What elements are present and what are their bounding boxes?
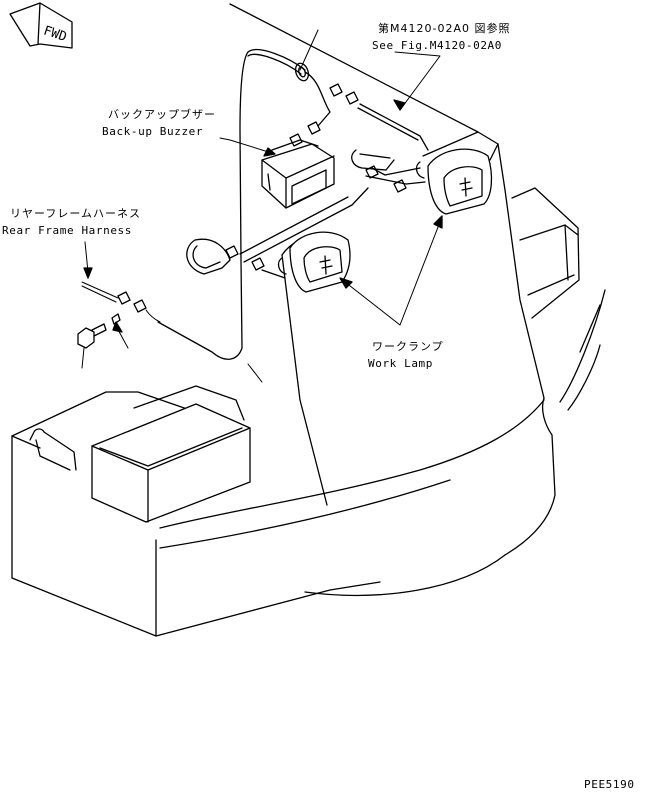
work-lamp-label-en: Work Lamp [368, 357, 434, 370]
connector-group [117, 83, 407, 313]
fwd-marker-text: FWD [41, 24, 68, 46]
bolt-icon [77, 313, 121, 349]
backup-buzzer [261, 139, 335, 209]
reference-label-jp: 第M4120-02A0 図参照 [378, 22, 511, 35]
work-lamp-label-jp: ワークランプ [372, 340, 444, 353]
harness-label-en: Rear Frame Harness [2, 224, 133, 237]
buzzer-label-en: Back-up Buzzer [102, 125, 204, 138]
buzzer-label-jp: バックアップブザー [108, 108, 216, 121]
drawing-code: PEE5190 [584, 778, 635, 791]
work-lamp-right [415, 148, 493, 215]
rear-frame-body [11, 3, 606, 637]
reference-label-en: See Fig.M4120-02A0 [372, 39, 503, 52]
harness-label-jp: リヤーフレームハーネス [10, 207, 142, 220]
work-lamp-left [277, 231, 351, 293]
leader-lines [81, 29, 443, 383]
fwd-arrow-icon [9, 2, 73, 49]
